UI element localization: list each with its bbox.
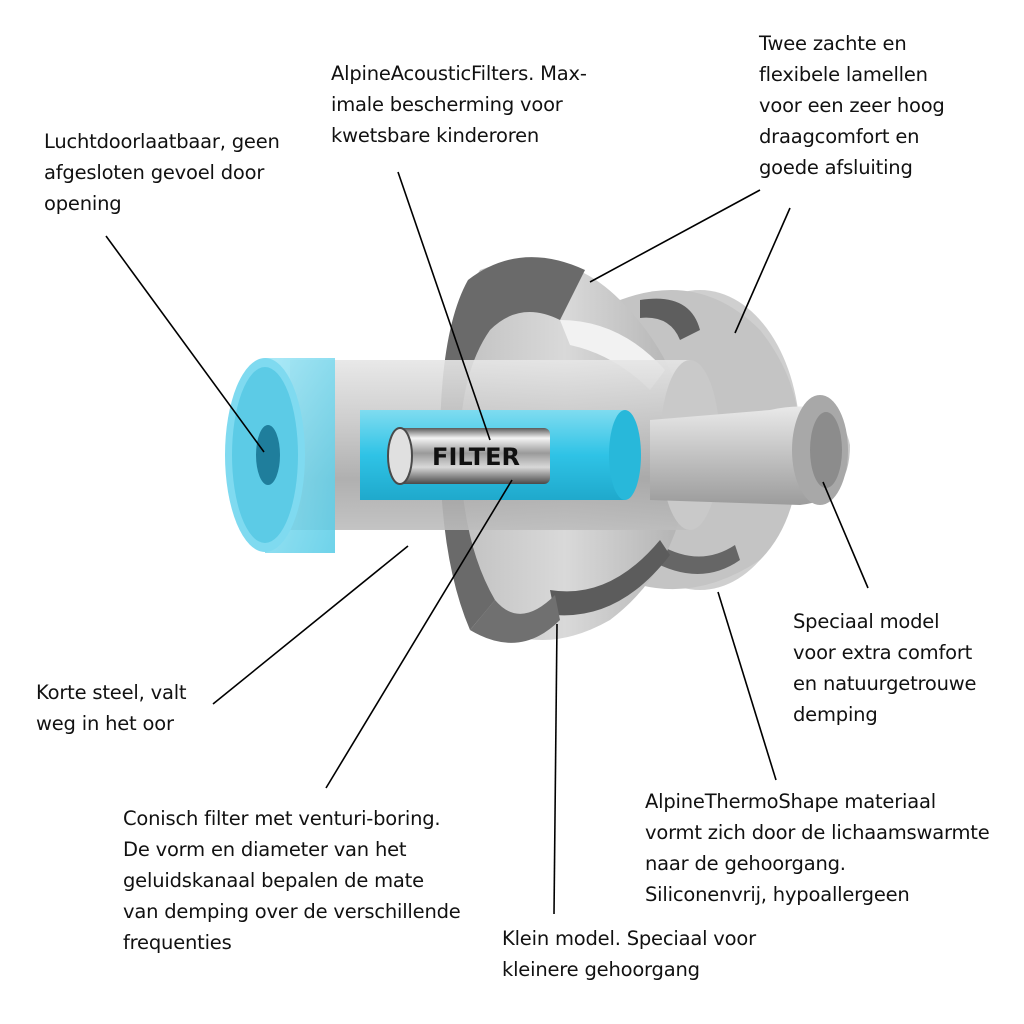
label-alpine-filters: AlpineAcousticFilters. Max- imale besche…	[331, 62, 587, 147]
cyan-cap	[225, 358, 335, 553]
label-luchtdoorlaatbaar: Luchtdoorlaatbaar, geen afgesloten gevoe…	[44, 130, 280, 215]
label-twee-lamellen: Twee zachte en flexibele lamellen voor e…	[759, 32, 945, 179]
tip	[650, 395, 850, 505]
callout-lines	[105, 171, 869, 915]
label-korte-steel: Korte steel, valt weg in het oor	[36, 681, 187, 735]
label-conisch-filter: Conisch filter met venturi-boring. De vo…	[123, 807, 461, 954]
filter-text: FILTER	[432, 443, 520, 471]
label-thermoshape: AlpineThermoShape materiaal vormt zich d…	[645, 790, 990, 906]
label-speciaal-model: Speciaal model voor extra comfort en nat…	[793, 610, 977, 726]
filter-cylinder: FILTER	[387, 427, 550, 485]
label-klein-model: Klein model. Speciaal voor kleinere geho…	[502, 927, 756, 981]
